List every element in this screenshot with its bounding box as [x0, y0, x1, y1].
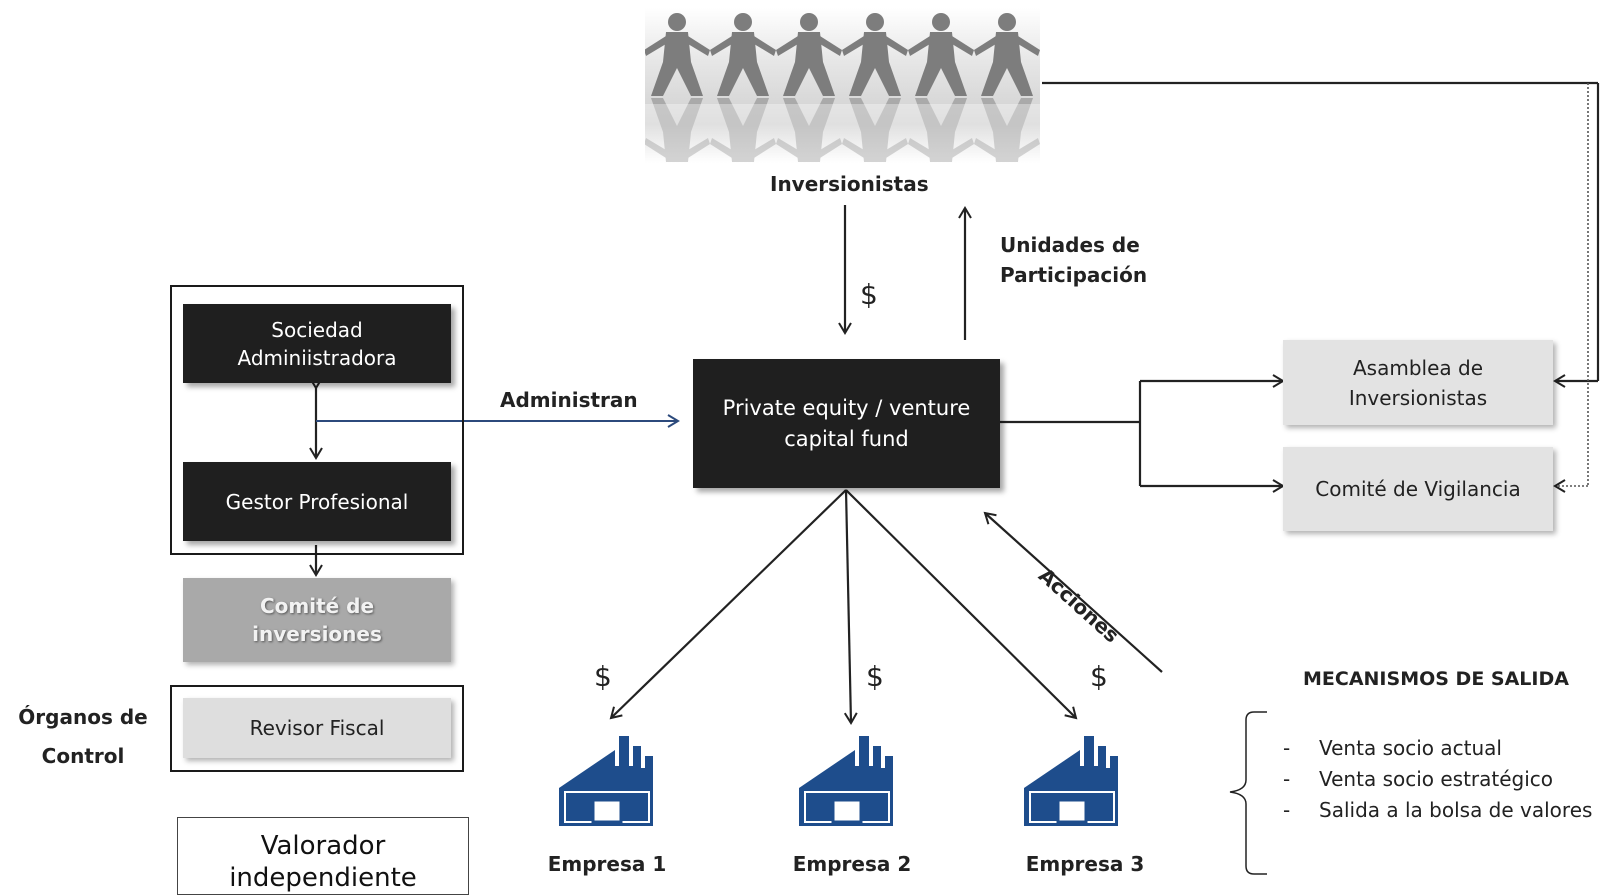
control-organs-title: Órganos de Control [18, 705, 148, 768]
arrow-fund-to-company-2 [843, 489, 858, 725]
factory-icon [797, 728, 902, 828]
control-frame [170, 685, 464, 772]
factory-icon [1022, 728, 1127, 828]
investment-committee-box: Comité de inversiones [183, 578, 451, 662]
investors-money-symbol: $ [860, 278, 878, 311]
statutory-auditor-box: Revisor Fiscal [183, 698, 451, 758]
company-3-label: Empresa 3 [1025, 852, 1145, 876]
company-2-money-symbol: $ [866, 660, 884, 693]
list-item: -Salida a la bolsa de valores [1283, 798, 1593, 822]
investors-assembly-box: Asamblea de Inversionistas [1283, 340, 1553, 425]
investors-image [644, 8, 1040, 181]
exit-brace [1229, 711, 1267, 875]
company-1-label: Empresa 1 [547, 852, 667, 876]
arrow-fund-to-company-1 [609, 489, 847, 720]
professional-manager-box: Gestor Profesional [183, 462, 451, 541]
exit-mechanisms-list: -Venta socio actual -Venta socio estraté… [1283, 733, 1592, 826]
exit-mechanisms-title: MECANISMOS DE SALIDA [1303, 668, 1569, 690]
company-2-label: Empresa 2 [792, 852, 912, 876]
list-item: -Venta socio estratégico [1283, 767, 1554, 791]
arrow-fund-to-company-3 [845, 489, 1078, 720]
participation-units-label: Unidades de Participación [1000, 233, 1148, 287]
list-item: -Venta socio actual [1283, 736, 1502, 760]
independent-valuer-box: Valorador independiente [177, 817, 469, 895]
management-frame [170, 285, 464, 555]
administer-label: Administran [500, 388, 638, 412]
company-3-money-symbol: $ [1090, 660, 1108, 693]
arrow-shares-to-fund [983, 511, 1163, 673]
fund-box: Private equity / venture capital fund [693, 359, 1000, 488]
investors-label: Inversionistas [770, 172, 929, 196]
oversight-committee-box: Comité de Vigilancia [1283, 447, 1553, 531]
company-1-money-symbol: $ [594, 660, 612, 693]
management-company-box: Sociedad Adminiistradora [183, 304, 451, 383]
factory-icon [557, 728, 662, 828]
